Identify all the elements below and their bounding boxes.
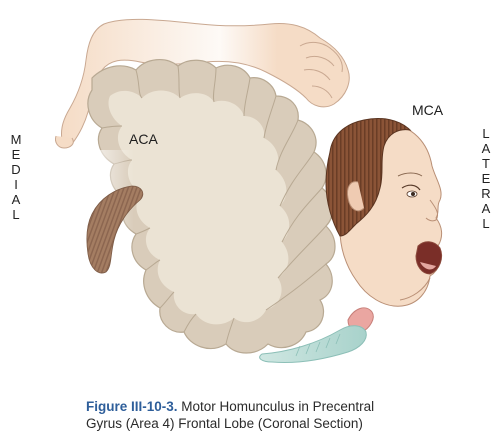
figure-caption: Figure III-10-3. Motor Homunculus in Pre… bbox=[86, 398, 486, 432]
figure-number: Figure III-10-3. bbox=[86, 399, 178, 414]
caption-line1: Motor Homunculus in Precentral bbox=[177, 399, 375, 414]
caudate-nucleus-shape bbox=[86, 185, 144, 274]
aca-label: ACA bbox=[129, 131, 158, 147]
homunculus-leg-arm bbox=[55, 18, 350, 149]
homunculus-face bbox=[325, 117, 443, 307]
lateral-letter: A bbox=[481, 141, 491, 156]
lateral-letter: A bbox=[481, 201, 491, 216]
lateral-letter: L bbox=[482, 216, 490, 231]
lateral-label: L A T E R A L bbox=[476, 126, 496, 231]
homunculus-illustration bbox=[55, 18, 443, 363]
brain-coronal-section bbox=[80, 59, 336, 354]
medial-letter: I bbox=[14, 177, 18, 192]
medial-letter: A bbox=[11, 192, 21, 207]
lateral-letter: R bbox=[481, 186, 491, 201]
medial-letter: M bbox=[10, 132, 22, 147]
medial-letter: E bbox=[11, 147, 21, 162]
mca-label: MCA bbox=[412, 102, 444, 118]
lateral-letter: E bbox=[481, 171, 491, 186]
homunculus-tongue-pharynx bbox=[259, 307, 374, 363]
lateral-letter: T bbox=[482, 156, 490, 171]
medial-letter: L bbox=[12, 207, 20, 222]
medial-label: M E D I A L bbox=[6, 132, 26, 222]
caption-line2: Gyrus (Area 4) Frontal Lobe (Coronal Sec… bbox=[86, 416, 363, 431]
medial-letter: D bbox=[11, 162, 21, 177]
lateral-letter: L bbox=[482, 126, 490, 141]
